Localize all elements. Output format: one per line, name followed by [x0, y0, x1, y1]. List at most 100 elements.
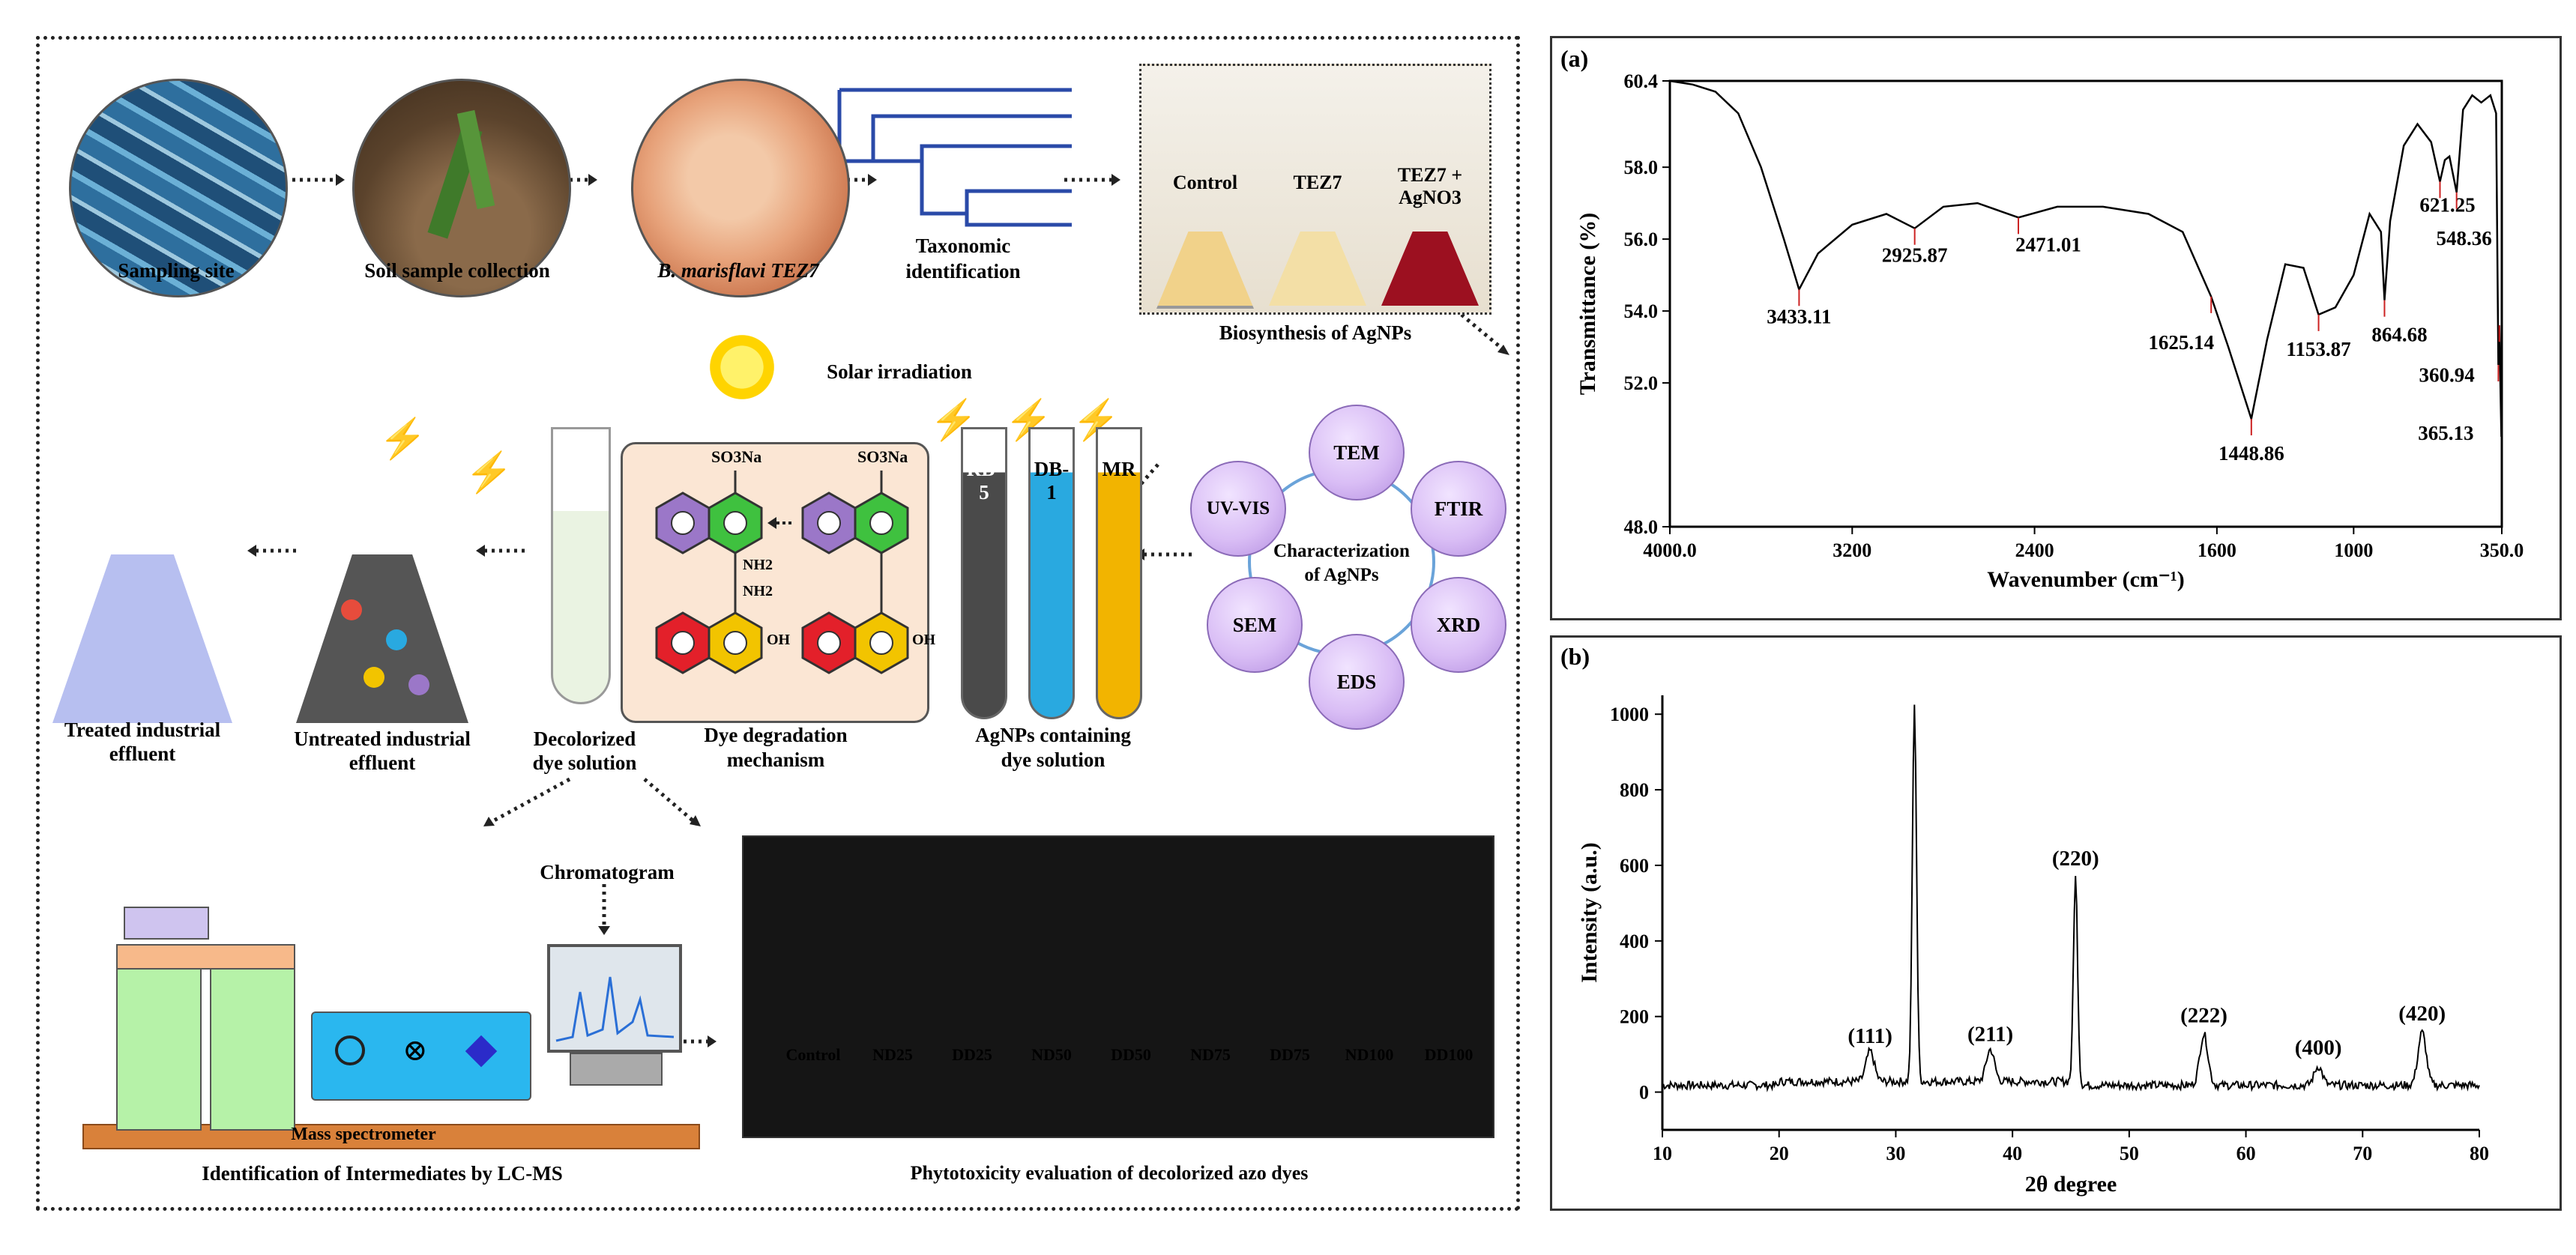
peak-label: 365.13: [2418, 422, 2473, 444]
so3na-label: SO3Na: [857, 447, 908, 466]
x-tick-label: 1600: [2198, 539, 2236, 561]
decolorized-label-1: Decolorized: [533, 728, 636, 750]
peak-label: 360.94: [2419, 363, 2475, 386]
characterization-label-2: of AgNPs: [1304, 565, 1379, 585]
pot-label: Control: [785, 1045, 841, 1064]
pot-label: DD50: [1111, 1045, 1151, 1064]
lcms-instrument: ⊗: [52, 809, 712, 1154]
mechanism-caption-2: mechanism: [726, 749, 825, 771]
x-tick-label: 350.0: [2480, 539, 2524, 561]
mechanism-caption-1: Dye degradation: [704, 724, 848, 746]
y-tick-label: 52.0: [1624, 372, 1659, 394]
nh2-label: NH2: [743, 583, 773, 599]
x-axis-title: 2θ degree: [2025, 1172, 2117, 1197]
x-tick-label: 3200: [1833, 539, 1871, 561]
y-tick-label: 400: [1620, 931, 1649, 952]
rb5-tube: RB-5: [961, 427, 1007, 719]
panel-b-tag: (b): [1560, 643, 1590, 670]
db1-tube: DB-1: [1028, 427, 1075, 719]
keyboard: [570, 1053, 663, 1086]
pot-label: DD75: [1270, 1045, 1310, 1064]
y-tick-label: 54.0: [1624, 300, 1659, 322]
sample-tray: [124, 907, 209, 940]
tem-node: TEM: [1309, 405, 1405, 501]
bacteria-label: B. marisflavi TEZ7: [657, 259, 819, 282]
pot-label: DD25: [952, 1045, 992, 1064]
x-tick-label: 60: [2236, 1143, 2256, 1164]
chromatogram-label: Chromatogram: [540, 861, 675, 883]
pot-label: ND50: [1031, 1045, 1072, 1064]
y-tick-label: 1000: [1610, 704, 1649, 725]
analyzer-icon: [465, 1035, 498, 1068]
chromatogram-plot: [555, 976, 675, 1042]
panel-a-tag: (a): [1560, 45, 1589, 72]
peak-label: (222): [2180, 1003, 2227, 1027]
y-tick-label: 200: [1620, 1006, 1649, 1028]
x-tick-label: 20: [1770, 1143, 1789, 1164]
sem-node: SEM: [1207, 577, 1303, 673]
peak-label: 621.25: [2419, 193, 2475, 216]
x-tick-label: 1000: [2334, 539, 2373, 561]
monitor: [547, 944, 682, 1053]
x-tick-label: 10: [1653, 1143, 1672, 1164]
peak-label: 548.36: [2437, 227, 2492, 250]
plot-area: [1668, 79, 2503, 528]
pot-label: DD100: [1424, 1045, 1473, 1064]
peak-label: 1153.87: [2286, 338, 2350, 360]
pot-label: ND75: [1190, 1045, 1231, 1064]
treated-label-1: Treated industrial: [64, 719, 221, 741]
so3na-label: SO3Na: [711, 447, 762, 466]
mr-tube: MR: [1096, 427, 1142, 719]
phytotoxicity-photo: [742, 835, 1494, 1138]
y-tick-label: 800: [1620, 779, 1649, 801]
biosynthesis-label: Biosynthesis of AgNPs: [1219, 321, 1412, 344]
x-tick-label: 40: [2003, 1143, 2022, 1164]
lc-top: [116, 944, 295, 970]
biosynthesis-photo: Control TEZ7 TEZ7 + AgNO3: [1139, 64, 1491, 315]
untreated-label-1: Untreated industrial: [294, 728, 471, 750]
x-tick-label: 4000.0: [1643, 539, 1697, 561]
x-tick-label: 70: [2353, 1143, 2372, 1164]
taxonomic-label-2: identification: [905, 260, 1021, 282]
solar-label: Solar irradiation: [827, 360, 972, 383]
tubes-caption-1: AgNPs containing: [975, 724, 1131, 746]
pot-label: ND25: [872, 1045, 913, 1064]
y-axis-title: Transmittance (%): [1575, 213, 1600, 396]
peak-label: (220): [2052, 847, 2099, 871]
taxonomic-label-1: Taxonomic: [915, 235, 1011, 257]
y-tick-label: 56.0: [1624, 229, 1659, 250]
x-tick-label: 2400: [2015, 539, 2054, 561]
x-tick-label: 30: [1886, 1143, 1905, 1164]
phytotoxicity-caption: Phytotoxicity evaluation of decolorized …: [910, 1162, 1309, 1184]
flask-agno3-label: AgNO3: [1399, 187, 1462, 208]
characterization-label-1: Characterization: [1273, 541, 1410, 561]
oh-label: OH: [912, 632, 936, 648]
peak-label: (211): [1967, 1023, 2013, 1047]
untreated-label-2: effluent: [349, 752, 416, 774]
rb5-label: RB-5: [966, 458, 1002, 503]
left-panel-frame: [36, 36, 1520, 1211]
uv-vis-node: UV-VIS: [1190, 461, 1286, 557]
y-tick-label: 58.0: [1624, 157, 1659, 178]
mass-spectrometer-box: ⊗: [311, 1011, 531, 1101]
peak-label: 1625.14: [2148, 331, 2214, 354]
lc-column: [116, 967, 202, 1131]
peak-label: 1448.86: [2218, 442, 2284, 465]
peak-label: (400): [2295, 1035, 2342, 1059]
mr-label: MR: [1102, 458, 1136, 480]
y-tick-label: 0: [1639, 1082, 1649, 1104]
y-tick-label: 60.4: [1624, 70, 1659, 92]
peak-label: 2471.01: [2015, 233, 2081, 255]
ion-source-icon: [335, 1035, 365, 1065]
pot-label: ND100: [1345, 1045, 1394, 1064]
detector-icon: ⊗: [402, 1033, 428, 1067]
sampling-site-photo: [69, 79, 288, 297]
flask-tez7-plus-label: TEZ7 +: [1397, 164, 1463, 186]
ftir-curve: [1669, 79, 2503, 438]
eds-node: EDS: [1309, 634, 1405, 730]
oh-label: OH: [767, 632, 791, 648]
sampling-site-label: Sampling site: [118, 259, 235, 282]
decolorized-label-2: dye solution: [532, 752, 637, 774]
sun-icon: [705, 330, 779, 405]
decolorized-tube: [551, 427, 611, 704]
